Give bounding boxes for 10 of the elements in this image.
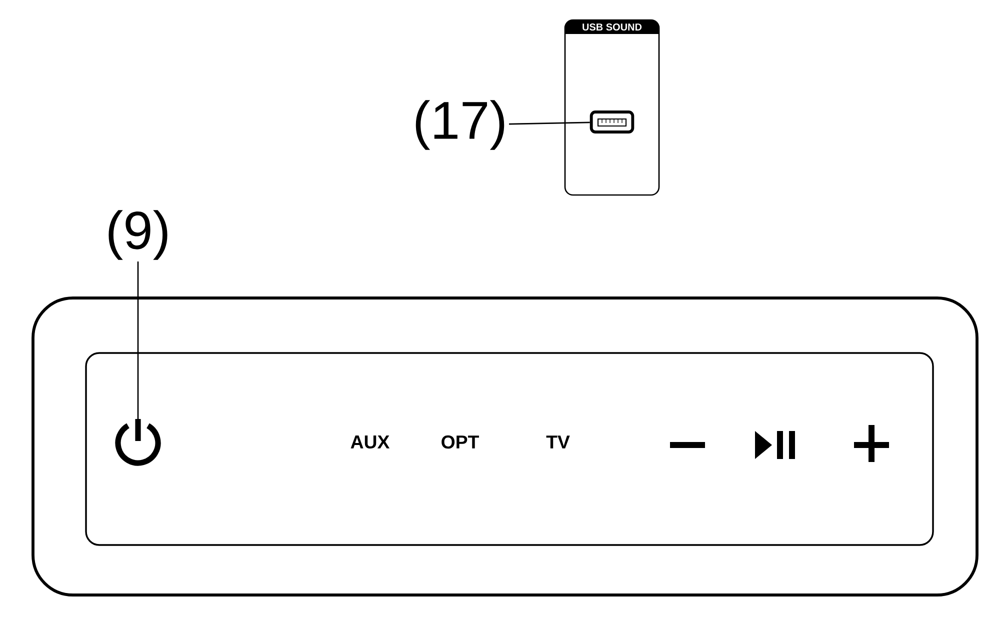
callout-number: (17) xyxy=(416,100,504,150)
button-label: AUX xyxy=(350,436,390,449)
button-label: OPT xyxy=(442,435,479,449)
panel-header: USB SOUND xyxy=(565,20,659,34)
callout-number: (9) xyxy=(108,210,168,260)
power-icon xyxy=(115,419,161,466)
leader-line xyxy=(509,122,590,125)
button-label: TV xyxy=(546,436,570,448)
usb-port-icon xyxy=(590,110,634,134)
leader-line xyxy=(137,261,139,420)
